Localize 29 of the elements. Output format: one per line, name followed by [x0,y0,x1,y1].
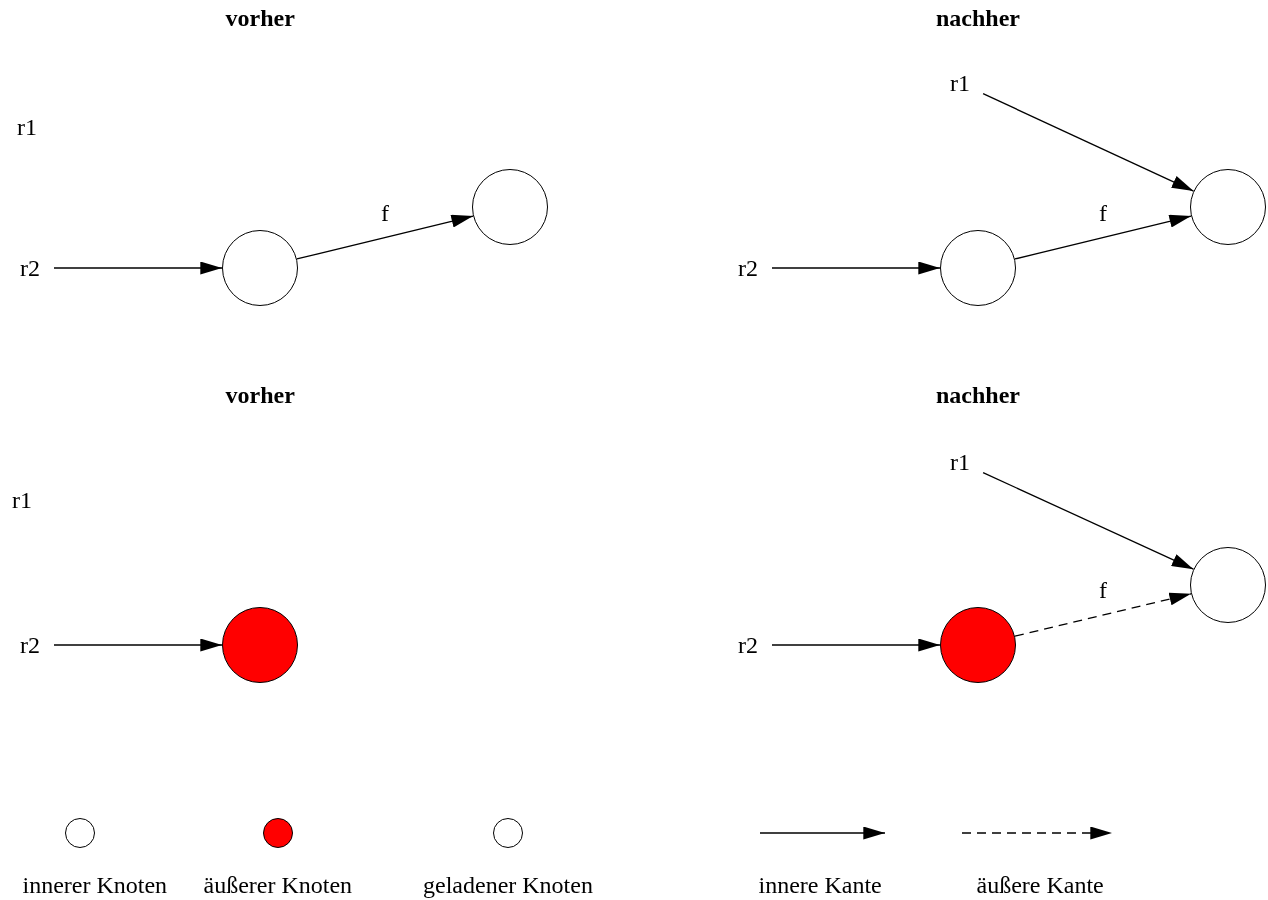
arrow [771,261,941,275]
panel-title: vorher [225,381,295,409]
panel-title: vorher [225,4,295,32]
node-label: r1 [950,448,970,476]
panel-title: nachher [936,381,1020,409]
arrow [296,214,474,260]
node-label: r2 [738,631,758,659]
legend-label: äußerer Knoten [203,871,353,899]
edge-label: f [381,198,389,227]
arrow [53,638,223,652]
legend-label: äußere Kante [976,871,1104,899]
edge-label: f [1099,198,1107,227]
arrow [982,93,1195,192]
node-label: r1 [12,486,32,514]
node-label: r2 [738,254,758,282]
arrow [771,638,941,652]
node-label: r2 [20,254,40,282]
arrow [53,261,223,275]
legend-label: innere Kante [758,871,882,899]
edge-label: f [1099,576,1107,604]
arrow [1014,214,1192,260]
panel-title: nachher [936,4,1020,32]
node-label: r2 [20,631,40,659]
legend-label: innerer Knoten [22,871,168,899]
node-label: r1 [17,113,37,141]
legend-label: geladener Knoten [423,871,593,899]
node-label: r1 [950,69,970,97]
arrow [982,471,1195,570]
dashed-arrow [1014,592,1192,637]
